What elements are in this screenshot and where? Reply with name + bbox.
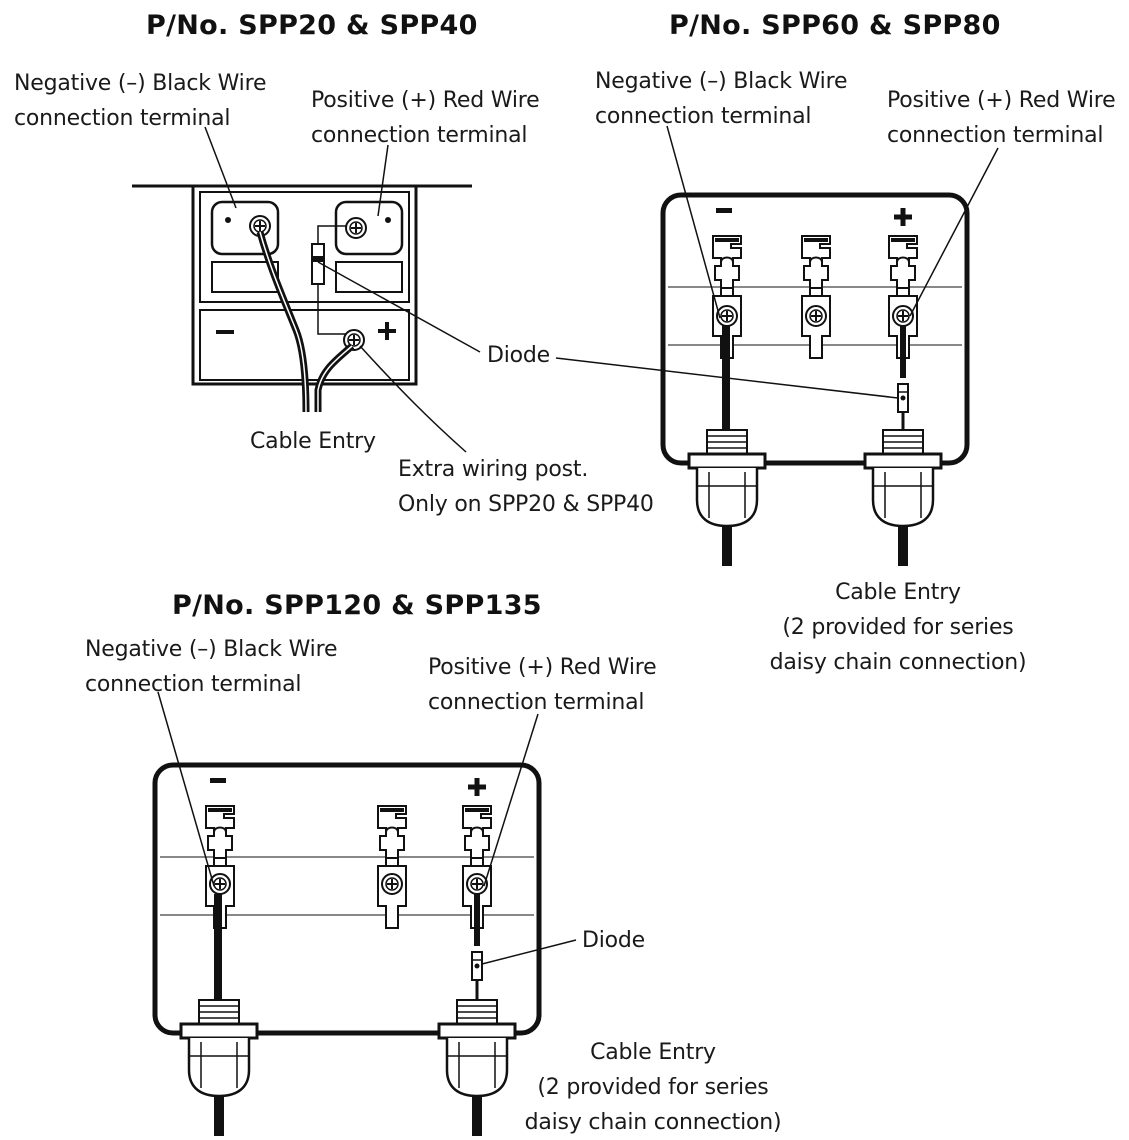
positive-terminal-label-line1: Positive (+) Red Wire	[887, 88, 1116, 113]
cable-entry-line3: daisy chain connection)	[524, 1110, 782, 1135]
positive-terminal-label-line2: connection terminal	[311, 123, 528, 148]
title-spp60-spp80: P/No. SPP60 & SPP80	[669, 10, 1001, 41]
cable-entry-label-spp20: Cable Entry	[250, 429, 376, 454]
negative-terminal-label-line2: connection terminal	[85, 672, 302, 697]
diode-label-spp120: Diode	[582, 928, 646, 953]
leader-negative	[204, 126, 237, 209]
leader-positive	[909, 147, 999, 317]
positive-terminal-label-line2: connection terminal	[428, 690, 645, 715]
leader-positive	[483, 713, 539, 887]
negative-terminal-label-spp120: Negative (–) Black Wire connection termi…	[85, 632, 337, 702]
positive-terminal-label-line1: Positive (+) Red Wire	[311, 88, 540, 113]
junction-box-spp120	[152, 691, 577, 1138]
leader-diode	[481, 939, 577, 965]
negative-terminal-label-line2: connection terminal	[595, 104, 812, 129]
positive-terminal-label-line1: Positive (+) Red Wire	[428, 655, 657, 680]
positive-terminal-label-line2: connection terminal	[887, 123, 1104, 148]
diode-label-shared: Diode	[487, 343, 551, 368]
positive-terminal-label-spp120: Positive (+) Red Wire connection termina…	[428, 650, 657, 720]
negative-terminal-label-line1: Negative (–) Black Wire	[595, 69, 848, 94]
leader-positive	[377, 144, 389, 217]
extra-post-label: Extra wiring post. Only on SPP20 & SPP40	[398, 452, 654, 522]
leader-negative	[157, 691, 215, 887]
negative-terminal-label-line1: Negative (–) Black Wire	[14, 71, 267, 96]
junction-box-spp60	[555, 125, 999, 568]
extra-post-label-line1: Extra wiring post.	[398, 457, 589, 482]
leader-diode	[555, 357, 899, 399]
negative-terminal-label-line2: connection terminal	[14, 106, 231, 131]
junction-box-spp20	[132, 126, 481, 453]
title-spp20-spp40: P/No. SPP20 & SPP40	[146, 10, 478, 41]
title-spp120-spp135: P/No. SPP120 & SPP135	[172, 590, 542, 621]
positive-terminal-label-spp20: Positive (+) Red Wire connection termina…	[311, 83, 540, 153]
cable-entry-line1: Cable Entry	[835, 580, 961, 605]
negative-terminal-label-line1: Negative (–) Black Wire	[85, 637, 338, 662]
negative-terminal-label-spp60: Negative (–) Black Wire connection termi…	[595, 64, 847, 134]
cable-entry-line2: (2 provided for series	[782, 615, 1014, 640]
positive-terminal-label-spp60: Positive (+) Red Wire connection termina…	[887, 83, 1116, 153]
negative-terminal-label-spp20: Negative (–) Black Wire connection termi…	[14, 66, 266, 136]
cable-entry-label-spp60: Cable Entry (2 provided for series daisy…	[758, 575, 1038, 680]
cable-entry-line2: (2 provided for series	[537, 1075, 769, 1100]
leader-negative	[666, 125, 721, 319]
extra-post-label-line2: Only on SPP20 & SPP40	[398, 492, 654, 517]
leader-extra-post	[359, 345, 467, 453]
leader-diode	[317, 261, 481, 353]
cable-entry-label-spp120: Cable Entry (2 provided for series daisy…	[513, 1035, 793, 1140]
cable-entry-line1: Cable Entry	[590, 1040, 716, 1065]
cable-entry-line3: daisy chain connection)	[769, 650, 1027, 675]
